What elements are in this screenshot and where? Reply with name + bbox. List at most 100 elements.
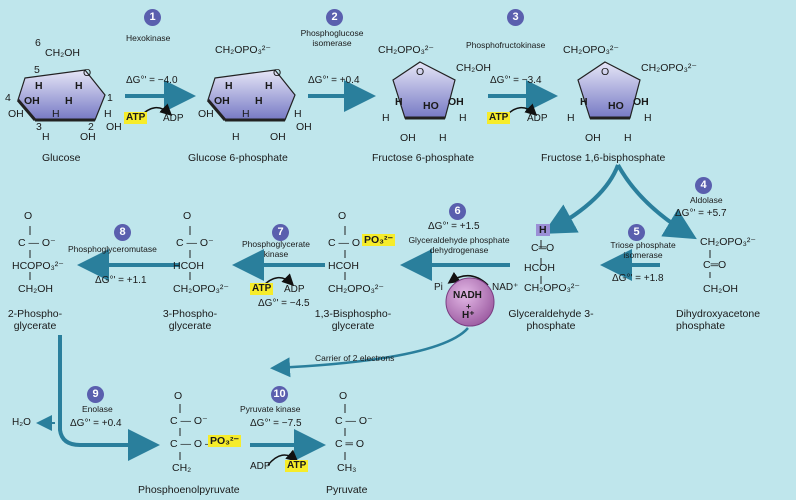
g6p-h6: H [232, 131, 240, 143]
g6p-h5: H [242, 108, 250, 120]
pg2-c3: CH₂OH [18, 283, 53, 295]
atp-step-7: ATP [250, 283, 274, 295]
dg-step-8: ΔG°' = +1.1 [95, 275, 147, 286]
glucose-oh-1: OH [106, 121, 122, 133]
pi-step-6: Pi [434, 282, 443, 293]
f16bp-h1: H [580, 96, 588, 108]
label-1-3-bisphosphoglycerate: 1,3-Bisphospho- glycerate [314, 308, 392, 333]
glucose-h2: H [75, 80, 83, 92]
adp-step-7: ADP [284, 284, 305, 295]
glucose-h3: H [65, 95, 73, 107]
f16bp-o: O [601, 66, 610, 78]
dhap-c1: CH₂OPO₃²⁻ [700, 236, 756, 248]
glucose-h5: H [52, 108, 60, 120]
step-4-badge: 4 [695, 177, 712, 194]
label-fructose-1-6-bisphosphate: Fructose 1,6-bisphosphate [541, 152, 666, 164]
step-1-badge: 1 [144, 9, 161, 26]
glucose-c3: 3 [36, 121, 42, 133]
pyr-o: O [339, 390, 348, 402]
enzyme-pyruvate-kinase: Pyruvate kinase [240, 404, 301, 414]
f16bp-h2: H [567, 112, 575, 124]
carrier-arrow [270, 327, 469, 378]
nadh-label: NADH [453, 290, 482, 301]
g6p-oh: OH [214, 95, 230, 107]
label-pyruvate: Pyruvate [326, 484, 368, 496]
f6p-ch2opo3: CH₂OPO₃²⁻ [378, 44, 434, 56]
pep-po3: PO₃²⁻ [208, 435, 242, 448]
atp-step-3: ATP [487, 112, 511, 124]
f6p-h2: H [382, 112, 390, 124]
step-9-badge: 9 [87, 386, 104, 403]
adp-step-10: ADP [250, 461, 271, 472]
bpg-po3: PO₃²⁻ [362, 234, 396, 247]
dhap-c2: C═O [703, 259, 727, 271]
dg-step-6: ΔG°' = +1.5 [428, 221, 480, 232]
pyr-c2: C ═ O [335, 438, 365, 450]
f6p-ch2oh: CH₂OH [456, 62, 491, 74]
glucose-ch2oh: CH₂OH [45, 47, 80, 59]
glucose-oh-2: OH [80, 131, 96, 143]
glucose-ring [16, 69, 106, 122]
dg-step-9: ΔG°' = +0.4 [70, 418, 122, 429]
glucose-c5: 5 [34, 64, 40, 76]
atp-step-10: ATP [285, 460, 309, 472]
dg-step-1: ΔG°' = −4.0 [126, 75, 178, 86]
step-10-badge: 10 [271, 386, 288, 403]
bpg-c2: HCOH [328, 260, 359, 272]
pep-o: O [174, 390, 183, 402]
enzyme-enolase: Enolase [82, 404, 113, 414]
step-8-badge: 8 [114, 224, 131, 241]
g6p-h3: H [255, 95, 263, 107]
arrow-split-dhap [616, 164, 697, 240]
step-7-badge: 7 [272, 224, 289, 241]
f16bp-ring [577, 61, 641, 120]
f16bp-ch2opo3-right: CH₂OPO₃²⁻ [641, 62, 697, 74]
dg-step-3: ΔG°' = −3.4 [490, 75, 542, 86]
dg-step-4: ΔG°' = +5.7 [675, 208, 727, 219]
pg3-c1: C — O⁻ [176, 237, 214, 249]
g6p-oh-2: OH [270, 131, 286, 143]
glycolysis-diagram: 1 2 3 4 5 6 7 8 9 10 Hexokinase ΔG°' = −… [5, 9, 760, 496]
carrier-annotation: Carrier of 2 electrons [315, 353, 395, 363]
enzyme-triose-phosphate-isomerase: Triose phosphate isomerase [610, 240, 676, 260]
f6p-h3: H [459, 112, 467, 124]
enzyme-hexokinase: Hexokinase [126, 33, 171, 43]
gap-c2: HCOH [524, 262, 555, 274]
glucose-c4: 4 [5, 92, 11, 104]
dg-step-7: ΔG°' = −4.5 [258, 298, 310, 309]
enzyme-phosphofructokinase: Phosphofructokinase [466, 40, 546, 50]
g6p-h2: H [265, 80, 273, 92]
label-fructose-6-phosphate: Fructose 6-phosphate [372, 152, 475, 164]
g6p-o: O [273, 67, 282, 79]
g6p-ch2opo3: CH₂OPO₃²⁻ [215, 44, 271, 56]
pg3-c2: HCOH [173, 260, 204, 272]
g6p-h1: H [225, 80, 233, 92]
bond-lines [29, 226, 711, 460]
g6p-oh-4: OH [198, 108, 214, 120]
g6p-oh-1: OH [296, 121, 312, 133]
glucose-h1: H [35, 80, 43, 92]
f6p-h4: H [439, 132, 447, 144]
dhap-c3: CH₂OH [703, 283, 738, 295]
step-2-badge: 2 [326, 9, 343, 26]
glucose-c2: 2 [88, 121, 94, 133]
pathway-graphics [16, 61, 711, 466]
pg2-c1: C — O⁻ [18, 237, 56, 249]
f6p-ring [392, 61, 456, 120]
f16bp-h4: H [624, 132, 632, 144]
pep-c2: C — O — [170, 438, 216, 450]
f16bp-oh-bottom: OH [585, 132, 601, 144]
step-6-badge: 6 [449, 203, 466, 220]
g6p-h4: H [294, 108, 302, 120]
adp-step-3: ADP [527, 113, 548, 124]
dg-step-5: ΔG°' = +1.8 [612, 273, 664, 284]
arrow-split-gap [542, 164, 620, 234]
enzyme-aldolase: Aldolase [690, 195, 723, 205]
label-2-phosphoglycerate: 2-Phospho- glycerate [7, 308, 63, 333]
atp-curve-10 [267, 449, 299, 466]
f6p-ho: HO [423, 100, 439, 112]
f6p-h1: H [395, 96, 403, 108]
dg-step-10: ΔG°' = −7.5 [250, 418, 302, 429]
glucose-oh-4: OH [8, 108, 24, 120]
enzyme-phosphoglucose-isomerase: Phosphoglucose isomerase [300, 28, 364, 48]
